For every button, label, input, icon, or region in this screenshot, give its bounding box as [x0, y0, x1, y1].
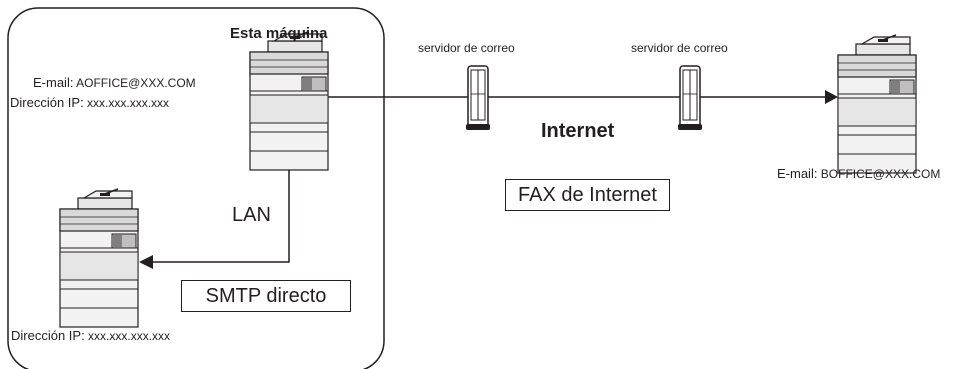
ip-prefix: Dirección IP: — [11, 328, 85, 343]
remote-printer-icon — [837, 34, 917, 174]
this-machine-ip: Dirección IP: xxx.xxx.xxx.xxx — [10, 96, 169, 109]
local-device-ip: Dirección IP: xxx.xxx.xxx.xxx — [11, 329, 170, 342]
local-network-boundary — [7, 7, 385, 369]
this-machine-printer-icon — [249, 31, 329, 171]
ip-prefix: Dirección IP: — [10, 95, 84, 110]
email-value: BOFFICE@XXX.COM — [820, 167, 941, 181]
this-machine-email: E-mail: AOFFICE@XXX.COM — [33, 76, 196, 89]
email-prefix: E-mail: — [33, 75, 74, 90]
mail-server-left-icon — [465, 65, 491, 131]
email-value: AOFFICE@XXX.COM — [76, 76, 196, 90]
lan-line — [152, 170, 290, 263]
ip-value: xxx.xxx.xxx.xxx — [88, 329, 171, 343]
this-machine-title: Esta máquina — [230, 25, 328, 42]
remote-device-email: E-mail: BOFFICE@XXX.COM — [777, 167, 940, 180]
mail-server-right-icon — [677, 65, 703, 131]
smtp-direct-box: SMTP directo — [181, 280, 351, 312]
mail-server-left-label: servidor de correo — [418, 41, 515, 55]
email-prefix: E-mail: — [777, 166, 818, 181]
mail-server-right-label: servidor de correo — [631, 41, 728, 55]
arrow-head-icon — [825, 90, 838, 104]
lan-label: LAN — [232, 204, 271, 226]
ip-value: xxx.xxx.xxx.xxx — [87, 96, 170, 110]
internet-fax-box: FAX de Internet — [505, 179, 670, 211]
local-printer-icon — [59, 188, 139, 328]
internet-fax-label: FAX de Internet — [518, 183, 657, 206]
smtp-direct-label: SMTP directo — [205, 284, 327, 307]
internet-label: Internet — [541, 120, 615, 142]
lan-arrow-head-icon — [139, 255, 153, 269]
